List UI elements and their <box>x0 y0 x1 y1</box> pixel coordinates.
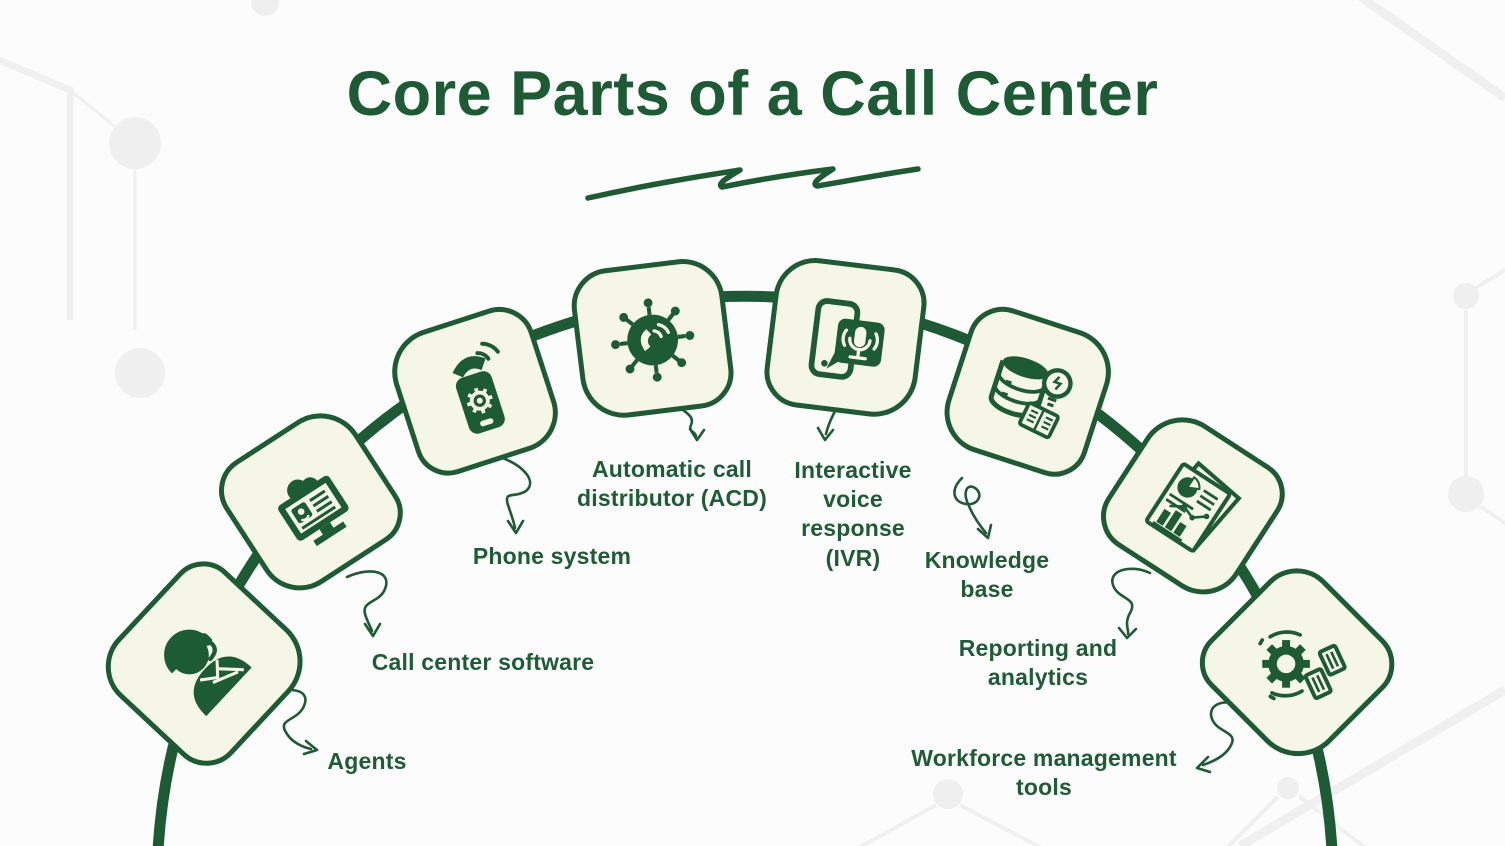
phone-voice-assistant-icon <box>808 297 885 380</box>
gear-schedule-icon <box>1258 629 1347 700</box>
node-box-call-center-software <box>205 396 416 607</box>
page-title: Core Parts of a Call Center <box>346 59 1159 129</box>
report-charts-icon <box>1145 460 1242 553</box>
node-box-ivr <box>760 253 931 422</box>
label-phone-system: Phone system <box>472 543 632 569</box>
node-box-workforce <box>1185 551 1410 776</box>
label-workforce: Workforce management tools <box>911 745 1177 801</box>
call-distributor-hub-icon <box>611 298 695 382</box>
label-call-center-software: Call center software <box>371 649 595 675</box>
title-underline-squiggle <box>585 166 921 201</box>
curl-arrow-phone-system <box>498 455 532 535</box>
agent-headset-icon <box>163 629 252 716</box>
label-ivr: Interactive voice response (IVR) <box>794 457 912 571</box>
node-box-agents <box>88 547 322 781</box>
node-dot-decoration <box>251 0 279 16</box>
phone-gear-icon <box>453 341 506 434</box>
label-knowledge-base: Knowledge base <box>924 547 1050 603</box>
label-agents: Agents <box>327 748 407 774</box>
label-acd: Automatic call distributor (ACD) <box>577 456 767 512</box>
curl-arrow-reporting <box>1111 567 1152 640</box>
monitor-cloud-icon <box>277 475 349 546</box>
node-box-knowledge-base <box>933 297 1123 486</box>
label-reporting: Reporting and analytics <box>958 635 1118 691</box>
node-box-reporting <box>1087 400 1298 611</box>
database-lightbulb-icon <box>988 356 1073 440</box>
node-box-phone-system <box>380 297 569 485</box>
curl-arrow-call-center-software <box>345 570 388 638</box>
node-box-acd <box>567 254 738 423</box>
curl-arrow-knowledge-base <box>953 476 993 540</box>
